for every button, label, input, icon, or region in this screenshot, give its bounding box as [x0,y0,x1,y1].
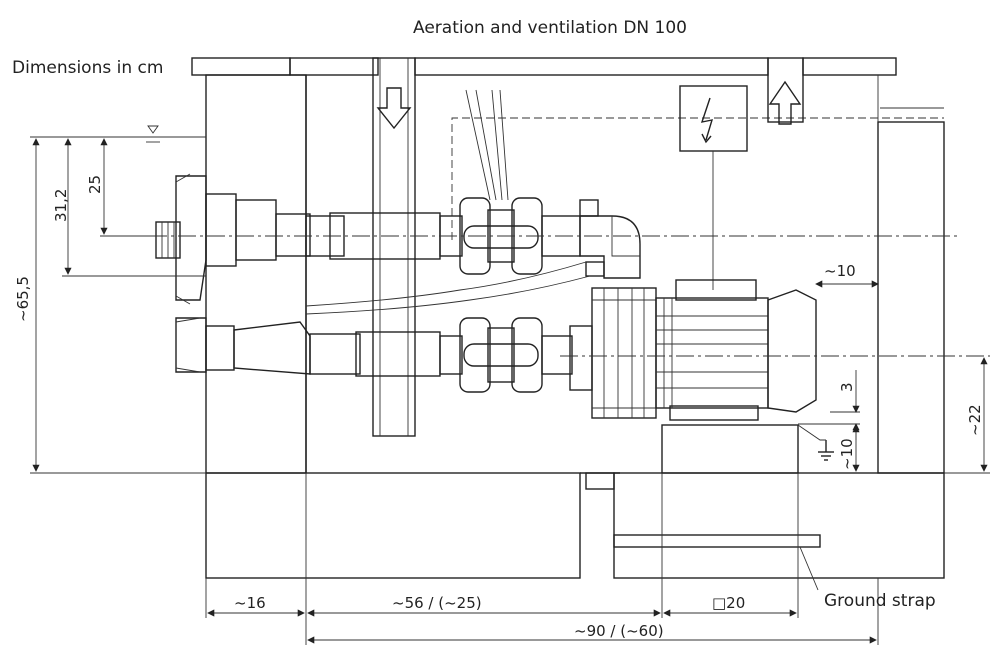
dim-base-height: ~10 [838,438,856,470]
ground-symbol-icon [797,424,834,461]
dim-total-width: ~90 / (~60) [574,622,664,640]
units-label: Dimensions in cm [12,58,163,78]
dim-pipe-run: ~56 / (~25) [392,594,482,612]
dimension-lines [30,136,990,645]
pump-motor [655,279,817,421]
ventilation-pipe-down [372,57,416,437]
sensor-cables [305,261,591,315]
cables [465,89,509,201]
cable-route [451,117,944,240]
arrow-down-icon [376,87,412,130]
pump-housing [591,287,657,419]
upper-pipe [305,197,641,279]
lightning-icon [701,133,712,144]
dim-shaft-height: ~22 [966,404,984,436]
concrete-structure [191,57,945,579]
dim-wall-width: ~16 [234,594,266,612]
wall-fitting [155,173,311,375]
control-box [679,85,748,290]
ground-strap-label: Ground strap [824,591,936,611]
ventilation-pipe-up [767,57,804,123]
water-level-icon [140,125,166,143]
dim-water-to-outlet: 31,2 [52,189,70,222]
dim-gap-small: 3 [838,382,856,392]
dim-total-height: ~65,5 [14,276,32,322]
ventilation-label: Aeration and ventilation DN 100 [413,18,687,38]
dim-water-to-inlet: 25 [86,175,104,194]
dim-pump-base: □20 [712,594,745,612]
arrow-up-icon [768,80,802,125]
dim-motor-clearance: ~10 [824,262,856,280]
lower-pipe [309,317,593,393]
